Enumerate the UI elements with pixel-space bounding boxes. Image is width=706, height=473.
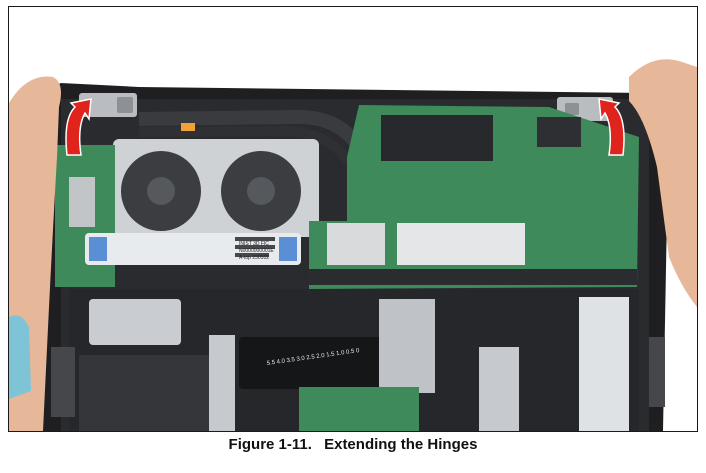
right-hand	[629, 59, 697, 307]
io-board	[55, 145, 115, 287]
right-lift-arrow-icon	[598, 98, 625, 156]
ssd-label-line3: A-top 230102	[239, 255, 269, 261]
figure-frame: INIST 3D FIC N0000000001E A-top 230102 5…	[8, 6, 698, 432]
ssd-label-line1: INIST 3D FIC	[239, 241, 269, 247]
left-lift-arrow-icon	[65, 98, 92, 156]
ssd-label: INIST 3D FIC N0000000001E A-top 230102	[239, 241, 274, 261]
system-board	[309, 105, 639, 289]
figure-caption: Figure 1-11. Extending the Hinges	[0, 436, 706, 453]
figure-number: Figure 1-11.	[228, 436, 312, 453]
cooling-fans	[113, 139, 319, 237]
left-hinge	[79, 93, 137, 117]
ssd-label-line2: N0000000001E	[239, 248, 274, 254]
flat-cable	[85, 233, 301, 265]
lower-base	[51, 289, 665, 431]
left-hand	[9, 76, 61, 431]
laptop-photo: INIST 3D FIC N0000000001E A-top 230102 5…	[9, 7, 697, 431]
figure-title: Extending the Hinges	[324, 436, 478, 453]
